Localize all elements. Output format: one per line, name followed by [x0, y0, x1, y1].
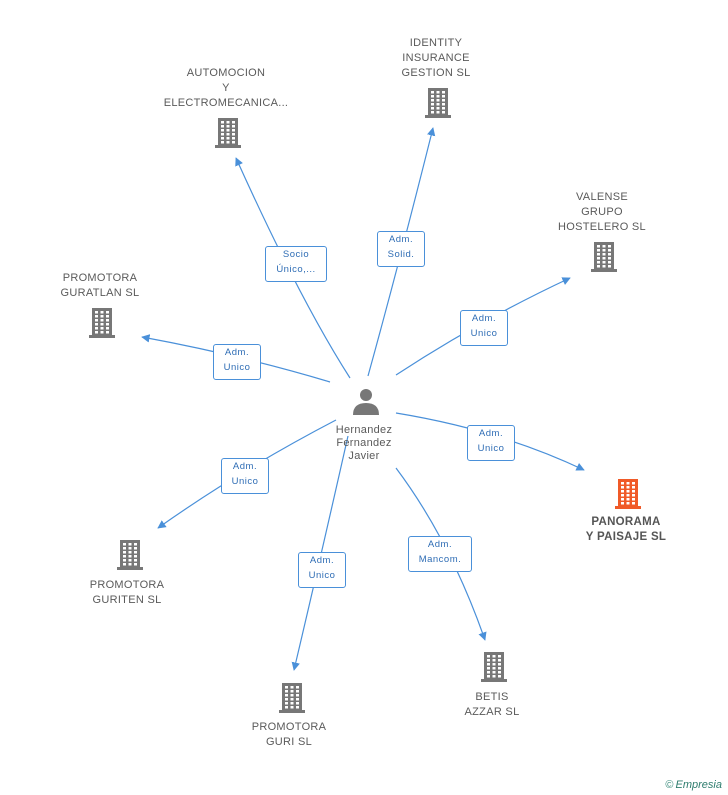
relation-label-guriten: Adm. Unico	[221, 458, 269, 494]
building-icon[interactable]	[117, 540, 143, 570]
edge-automocion	[235, 157, 351, 379]
brand-name: Empresia	[675, 779, 722, 791]
relation-label-guri: Adm. Unico	[298, 552, 346, 588]
relation-label-automocion: Socio Único,...	[265, 246, 327, 282]
building-icon[interactable]	[591, 242, 617, 272]
building-icon[interactable]	[425, 88, 451, 118]
company-label-panorama[interactable]: PANORAMA Y PAISAJE SL	[585, 516, 667, 543]
building-icon[interactable]	[89, 308, 115, 338]
person-icon[interactable]	[353, 389, 379, 415]
company-label-guratlan[interactable]: PROMOTORA GURATLAN SL	[60, 272, 140, 299]
company-label-identity[interactable]: IDENTITY INSURANCE GESTION SL	[401, 37, 471, 79]
relation-label-betis: Adm. Mancom.	[408, 536, 472, 572]
company-label-betis[interactable]: BETIS AZZAR SL	[464, 691, 520, 718]
person-name[interactable]: Hernandez Fernandez Javier	[335, 424, 393, 462]
building-icon[interactable]	[481, 652, 507, 682]
relation-label-identity: Adm. Solid.	[377, 231, 425, 267]
building-icon[interactable]	[215, 118, 241, 148]
building-icon[interactable]	[279, 683, 305, 713]
relation-label-valense: Adm. Unico	[460, 310, 508, 346]
relation-label-guratlan: Adm. Unico	[213, 344, 261, 380]
relation-label-panorama: Adm. Unico	[467, 425, 515, 461]
company-label-guriten[interactable]: PROMOTORA GURITEN SL	[89, 579, 165, 606]
footer-brand[interactable]: ©Empresia	[665, 779, 722, 791]
copyright-icon: ©	[665, 779, 674, 791]
building-icon[interactable]	[615, 479, 641, 509]
company-label-guri[interactable]: PROMOTORA GURI SL	[251, 721, 327, 748]
company-label-automocion[interactable]: AUTOMOCION Y ELECTROMECANICA...	[163, 67, 289, 109]
company-label-valense[interactable]: VALENSE GRUPO HOSTELERO SL	[558, 191, 646, 233]
